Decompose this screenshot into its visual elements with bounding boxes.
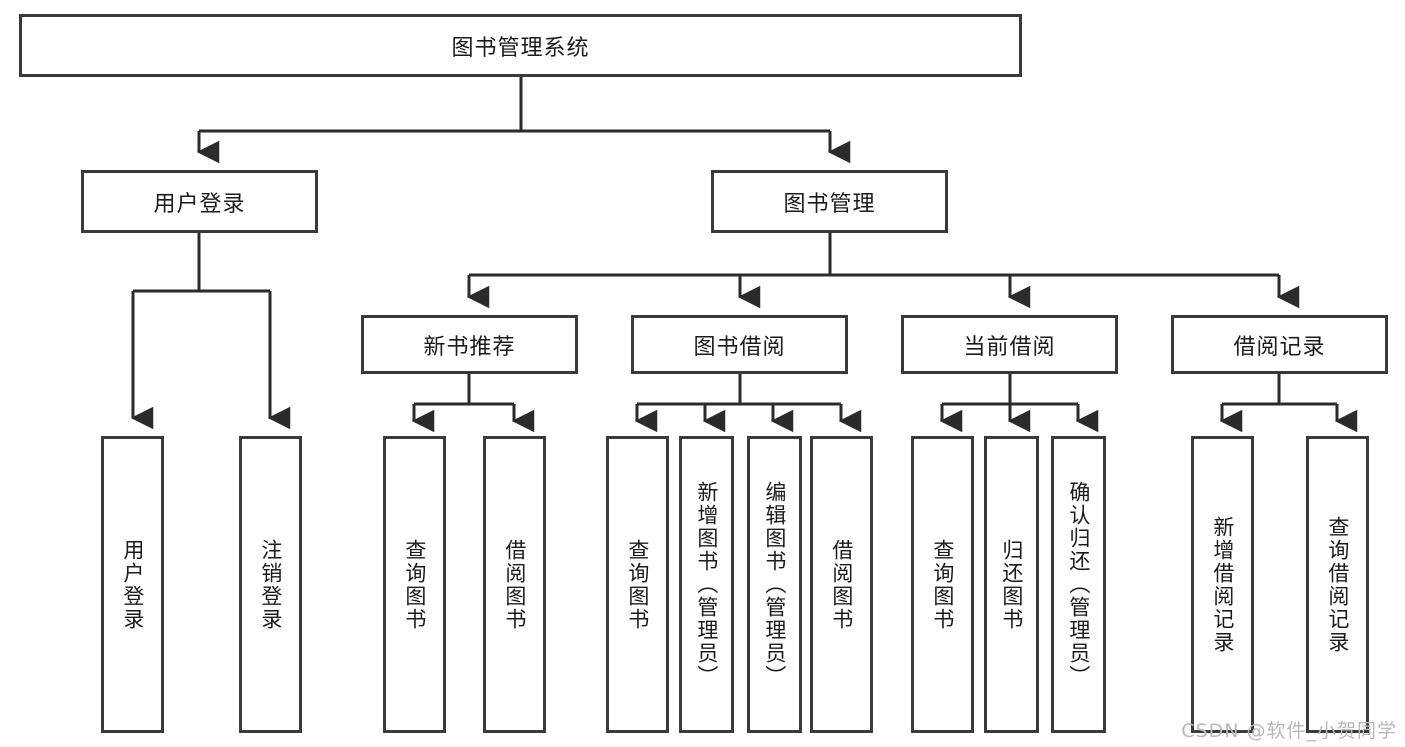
watermark: CSDN @软件_小贺同学 <box>1181 720 1397 742</box>
node-leaf-add-book[interactable]: 新增图书（管理员） <box>679 436 734 733</box>
node-leaf-query-book-3-label: 查询图书 <box>930 538 955 631</box>
node-leaf-add-record-label: 新增借阅记录 <box>1210 515 1235 654</box>
node-book-borrow[interactable]: 图书借阅 <box>631 315 848 374</box>
node-leaf-query-book-2-label: 查询图书 <box>625 538 650 631</box>
node-leaf-user-logout-label: 注销登录 <box>258 538 283 631</box>
node-leaf-query-record-label: 查询借阅记录 <box>1325 515 1350 654</box>
node-leaf-user-login[interactable]: 用户登录 <box>101 436 164 733</box>
node-borrow-record-label: 借阅记录 <box>1233 334 1326 360</box>
node-leaf-confirm-return[interactable]: 确认归还（管理员） <box>1051 436 1106 733</box>
node-leaf-add-record[interactable]: 新增借阅记录 <box>1191 436 1254 733</box>
node-leaf-edit-book[interactable]: 编辑图书（管理员） <box>747 436 802 733</box>
node-leaf-return-book-label: 归还图书 <box>999 538 1024 631</box>
node-leaf-query-book-1[interactable]: 查询图书 <box>383 436 446 733</box>
node-new-book-recommend-label: 新书推荐 <box>423 334 516 360</box>
node-root-label: 图书管理系统 <box>451 35 590 61</box>
node-leaf-add-book-label: 新增图书（管理员） <box>694 481 719 688</box>
node-leaf-confirm-return-label: 确认归还（管理员） <box>1066 481 1091 688</box>
node-book-borrow-label: 图书借阅 <box>693 334 786 360</box>
node-borrow-record[interactable]: 借阅记录 <box>1171 315 1388 374</box>
node-leaf-borrow-book-1[interactable]: 借阅图书 <box>483 436 546 733</box>
node-leaf-user-logout[interactable]: 注销登录 <box>239 436 302 733</box>
node-leaf-query-record[interactable]: 查询借阅记录 <box>1306 436 1369 733</box>
node-leaf-query-book-3[interactable]: 查询图书 <box>911 436 974 733</box>
node-leaf-query-book-2[interactable]: 查询图书 <box>606 436 669 733</box>
node-leaf-query-book-1-label: 查询图书 <box>402 538 427 631</box>
node-current-borrow[interactable]: 当前借阅 <box>901 315 1118 374</box>
node-leaf-return-book[interactable]: 归还图书 <box>984 436 1039 733</box>
node-leaf-borrow-book-2[interactable]: 借阅图书 <box>810 436 873 733</box>
node-leaf-user-login-label: 用户登录 <box>120 538 145 631</box>
node-leaf-borrow-book-1-label: 借阅图书 <box>502 538 527 631</box>
node-user-login[interactable]: 用户登录 <box>81 170 318 233</box>
node-book-management-label: 图书管理 <box>783 191 876 217</box>
node-leaf-edit-book-label: 编辑图书（管理员） <box>762 481 787 688</box>
node-leaf-borrow-book-2-label: 借阅图书 <box>829 538 854 631</box>
node-book-management[interactable]: 图书管理 <box>711 170 948 233</box>
node-new-book-recommend[interactable]: 新书推荐 <box>361 315 578 374</box>
node-root[interactable]: 图书管理系统 <box>19 14 1022 77</box>
node-current-borrow-label: 当前借阅 <box>963 334 1056 360</box>
node-user-login-label: 用户登录 <box>153 191 246 217</box>
